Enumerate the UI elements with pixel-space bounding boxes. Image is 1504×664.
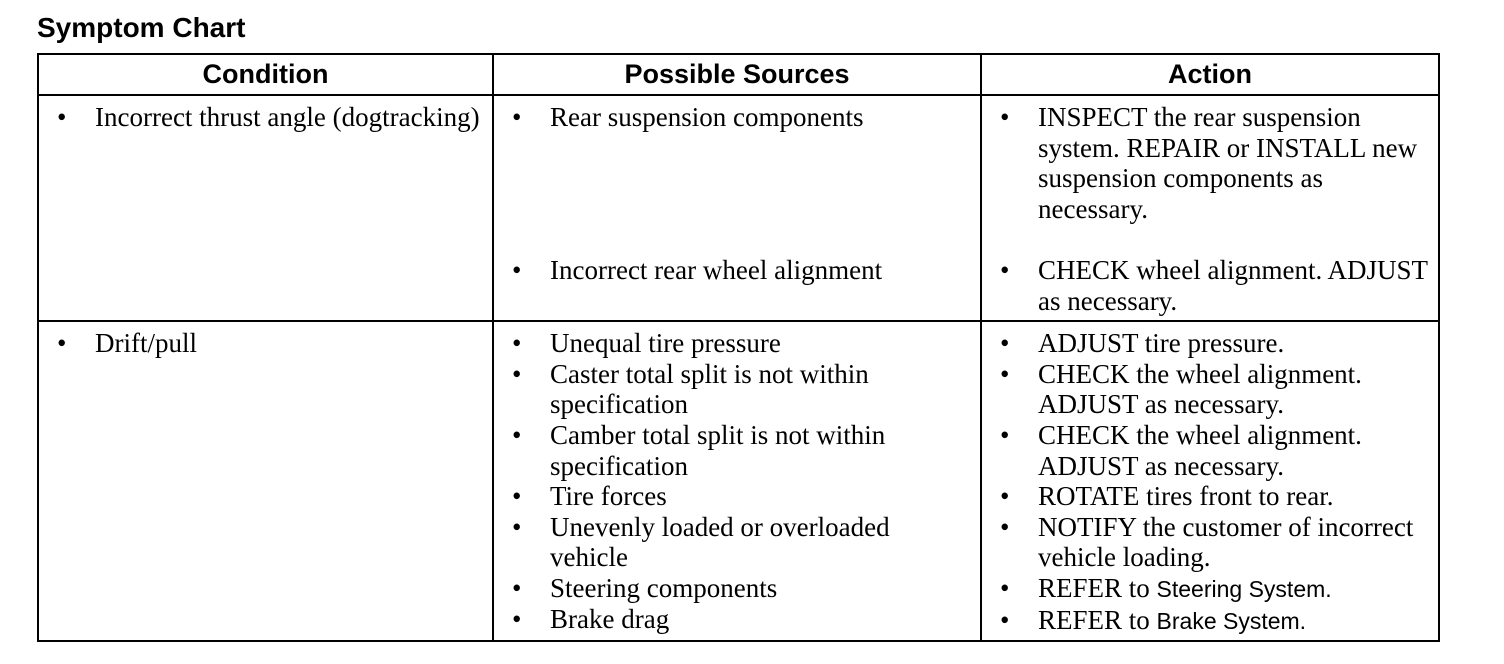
action-text: CHECK the wheel alignment. ADJUST as nec…	[1038, 358, 1362, 420]
source-text: Incorrect rear wheel alignment	[550, 255, 883, 285]
bullet-icon: •	[1000, 481, 1010, 512]
symptom-chart-table: Condition Possible Sources Action • Inco…	[37, 53, 1440, 643]
source-text: Unequal tire pressure	[550, 328, 781, 359]
condition-text: Drift/pull	[95, 328, 197, 359]
list-item: • Caster total split is not within specif…	[504, 359, 970, 420]
source-text: Tire forces	[550, 481, 667, 512]
header-possible-sources: Possible Sources	[492, 53, 982, 96]
bullet-icon: •	[1000, 358, 1010, 389]
action-text: NOTIFY the customer of incorrect vehicle…	[1038, 511, 1414, 573]
bullet-icon: •	[512, 255, 522, 285]
bullet-icon: •	[57, 102, 67, 132]
list-item: • CHECK the wheel alignment. ADJUST as ne…	[992, 420, 1428, 481]
bullet-icon: •	[512, 603, 522, 634]
bullet-icon: •	[1000, 572, 1010, 603]
bullet-icon: •	[512, 419, 522, 450]
bullet-icon: •	[512, 102, 522, 132]
list-item: • ROTATE tires front to rear.	[992, 481, 1428, 512]
bullet-icon: •	[1000, 419, 1010, 450]
source-text: Caster total split is not within specifi…	[550, 358, 869, 420]
brake-system-reference: Brake System.	[1156, 607, 1307, 634]
list-item: • Unevenly loaded or overloaded vehicle	[504, 512, 970, 573]
bullet-icon: •	[512, 328, 522, 359]
bullet-icon: •	[1000, 102, 1010, 132]
source-text: Brake drag	[550, 603, 670, 634]
action-text: CHECK the wheel alignment. ADJUST as nec…	[1038, 419, 1362, 481]
list-item: • Camber total split is not within specif…	[504, 420, 970, 481]
action-text: ROTATE tires front to rear.	[1038, 481, 1334, 512]
list-item: • Unequal tire pressure	[504, 328, 970, 359]
bullet-icon: •	[1000, 604, 1010, 635]
list-item: • Tire forces	[504, 481, 970, 512]
condition-cell: • Incorrect thrust angle (dogtracking)	[37, 93, 494, 323]
bullet-icon: •	[512, 511, 522, 542]
list-item: • Brake drag	[504, 604, 970, 635]
steering-system-reference: Steering System.	[1156, 575, 1332, 602]
condition-text: Incorrect thrust angle (dogtracking)	[95, 102, 480, 132]
header-action: Action	[980, 53, 1440, 96]
source-text: Steering components	[550, 572, 778, 603]
bullet-icon: •	[512, 572, 522, 603]
table-row: • Drift/pull • Unequal tire pressure • Cas…	[37, 320, 1440, 643]
source-text: Rear suspension components	[550, 102, 864, 132]
bullet-icon: •	[1000, 511, 1010, 542]
list-item: • Incorrect rear wheel alignment	[504, 255, 970, 286]
action-cell: • ADJUST tire pressure. • CHECK the wheel …	[980, 320, 1440, 643]
list-item: • REFER to Steering System.	[992, 573, 1428, 605]
list-item: • Rear suspension components	[504, 102, 970, 255]
list-item: • CHECK wheel alignment. ADJUST as neces…	[992, 255, 1428, 316]
list-item: • Steering components	[504, 573, 970, 604]
action-text: REFER to	[1038, 604, 1150, 635]
list-item: • Drift/pull	[49, 328, 482, 359]
bullet-icon: •	[57, 328, 67, 359]
page-title: Symptom Chart	[37, 12, 246, 43]
action-cell: • INSPECT the rear suspension system. RE…	[980, 93, 1440, 323]
list-item: • INSPECT the rear suspension system. RE…	[992, 102, 1428, 255]
condition-cell: • Drift/pull	[37, 320, 494, 643]
list-item: • NOTIFY the customer of incorrect vehicl…	[992, 512, 1428, 573]
list-item: • CHECK the wheel alignment. ADJUST as ne…	[992, 359, 1428, 420]
sources-cell: • Unequal tire pressure • Caster total spl…	[492, 320, 982, 643]
action-text: CHECK wheel alignment. ADJUST as necessa…	[1038, 255, 1428, 316]
list-item: • REFER to Brake System.	[992, 605, 1428, 637]
bullet-icon: •	[512, 481, 522, 512]
source-text: Unevenly loaded or overloaded vehicle	[550, 511, 890, 573]
list-item: • ADJUST tire pressure.	[992, 328, 1428, 359]
header-condition: Condition	[37, 53, 494, 96]
source-text: Camber total split is not within specifi…	[550, 419, 886, 481]
action-text: REFER to	[1038, 572, 1150, 603]
header-row: Condition Possible Sources Action	[37, 53, 1440, 96]
table-row: • Incorrect thrust angle (dogtracking) •…	[37, 93, 1440, 323]
bullet-icon: •	[1000, 255, 1010, 285]
list-item: • Incorrect thrust angle (dogtracking)	[49, 102, 482, 133]
action-text: INSPECT the rear suspension system. REPA…	[1038, 102, 1418, 224]
bullet-icon: •	[512, 358, 522, 389]
action-text: ADJUST tire pressure.	[1038, 328, 1285, 359]
bullet-icon: •	[1000, 328, 1010, 359]
sources-cell: • Rear suspension components • Incorrect…	[492, 93, 982, 323]
